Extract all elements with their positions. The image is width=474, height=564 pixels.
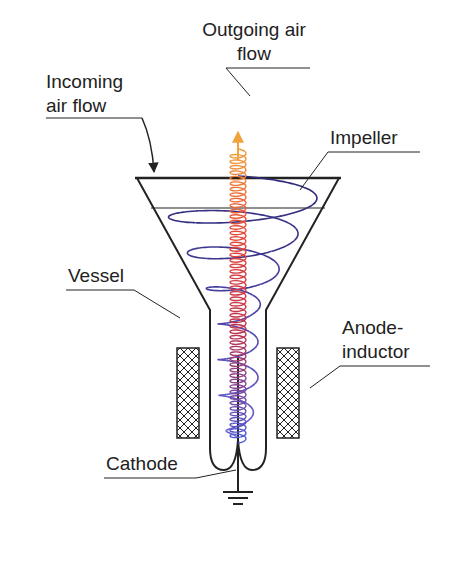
ascending-vortex	[230, 350, 246, 355]
ascending-vortex	[230, 241, 246, 245]
descending-vortex	[256, 338, 259, 345]
ascending-vortex	[232, 222, 246, 230]
descending-vortex	[250, 345, 257, 351]
descending-vortex	[219, 394, 220, 396]
ascending-vortex	[230, 253, 244, 256]
ascending-vortex	[230, 209, 239, 212]
descending-vortex	[248, 404, 253, 410]
descending-vortex	[171, 219, 195, 222]
ascending-vortex	[230, 235, 246, 240]
descending-vortex	[250, 310, 258, 316]
descending-vortex	[252, 410, 253, 416]
ascending-vortex	[230, 357, 246, 361]
descending-vortex	[209, 286, 221, 288]
descending-vortex	[199, 211, 238, 212]
ascending-vortex	[231, 303, 246, 310]
part-label: Vessel	[68, 264, 148, 288]
descending-vortex	[253, 295, 260, 302]
ascending-vortex	[230, 363, 245, 366]
ascending-vortex	[230, 187, 246, 191]
part-label: Cathode	[106, 452, 206, 476]
descending-vortex	[272, 241, 295, 252]
descending-vortex	[286, 182, 314, 193]
descending-vortex	[207, 289, 218, 290]
ascending-vortex	[230, 296, 246, 301]
ascending-vortex	[230, 324, 239, 327]
ascending-vortex	[231, 187, 246, 193]
ascending-vortex	[230, 357, 246, 363]
descending-vortex	[258, 302, 260, 309]
ascending-vortex	[230, 204, 241, 208]
descending-vortex	[264, 255, 278, 265]
descending-vortex	[191, 247, 210, 250]
ascending-vortex	[230, 374, 242, 378]
ascending-vortex	[230, 429, 243, 432]
descending-vortex	[219, 322, 226, 324]
ascending-vortex	[230, 418, 246, 421]
ascending-vortex	[230, 411, 246, 416]
descending-vortex	[219, 323, 226, 325]
ascending-vortex	[230, 259, 242, 263]
ascending-vortex	[230, 314, 243, 317]
ascending-vortex	[230, 319, 241, 323]
descending-vortex	[294, 229, 298, 241]
part-label: Outgoing air flow	[198, 18, 310, 66]
ascending-vortex	[230, 404, 246, 410]
descending-vortex	[187, 250, 190, 255]
descending-vortex	[256, 374, 259, 381]
descending-vortex	[283, 205, 312, 216]
ascending-vortex	[230, 369, 244, 372]
ascending-vortex	[230, 198, 243, 201]
descending-vortex	[226, 325, 238, 328]
incoming-flow-arrow	[142, 118, 154, 172]
descending-vortex	[312, 193, 317, 205]
ascending-vortex	[230, 242, 246, 248]
descending-vortex	[189, 255, 207, 258]
descending-vortex	[220, 396, 227, 397]
descending-vortex	[227, 432, 232, 434]
part-label: Impeller	[330, 126, 420, 150]
ascending-vortex	[230, 379, 239, 382]
ascending-vortex	[231, 418, 246, 425]
ascending-vortex	[230, 423, 244, 426]
part-label: Anode-inductor	[342, 316, 430, 364]
leader-lines	[46, 68, 430, 478]
ascending-vortex	[230, 264, 240, 267]
part-label: Incoming air flow	[46, 70, 142, 118]
descending-vortex	[250, 368, 257, 374]
cathode-ground	[223, 355, 253, 504]
descending-vortex	[250, 332, 257, 338]
descending-vortex	[246, 416, 252, 422]
descending-vortex	[219, 359, 226, 361]
descending-vortex	[173, 211, 199, 214]
ascending-vortex	[230, 193, 245, 196]
outgoing-flow-arrow	[237, 132, 239, 160]
descending-vortex	[206, 287, 209, 289]
air-flow-spirals	[169, 132, 317, 443]
ascending-vortex	[230, 303, 246, 307]
ascending-vortex	[230, 248, 245, 251]
descending-vortex	[276, 265, 279, 276]
descending-vortex	[260, 276, 276, 285]
descending-vortex	[275, 218, 296, 229]
ascending-vortex	[230, 308, 245, 311]
descending-vortex	[169, 214, 173, 219]
descending-vortex	[219, 358, 226, 360]
ascending-vortex	[230, 434, 240, 437]
ascending-vortex	[230, 180, 246, 185]
vessel-outline	[135, 178, 341, 470]
descending-vortex	[250, 381, 257, 387]
